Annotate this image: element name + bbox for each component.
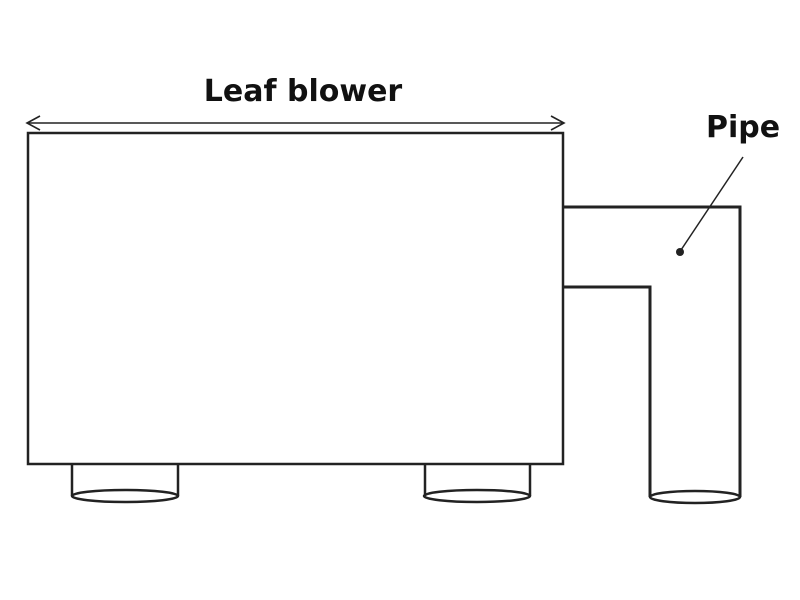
left-foot bbox=[70, 464, 180, 504]
pipe-leader-dot bbox=[676, 248, 684, 256]
pipe-label: Pipe bbox=[706, 110, 780, 145]
leaf-blower-label: Leaf blower bbox=[204, 74, 403, 109]
right-foot bbox=[422, 464, 532, 504]
width-dimension-arrow bbox=[25, 115, 566, 131]
pipe-leader-line bbox=[680, 156, 744, 251]
leaf-blower-body bbox=[26, 131, 565, 466]
pipe bbox=[563, 205, 742, 505]
